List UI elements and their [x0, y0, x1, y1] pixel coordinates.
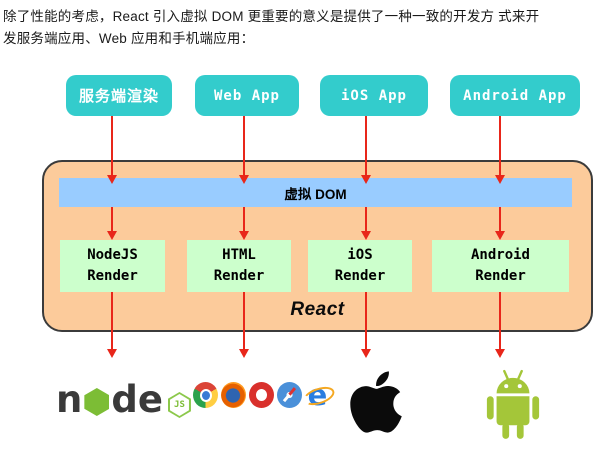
intro-line-1: 除了性能的考虑，React 引入虚拟 DOM 更重要的意义是提供了一种一致的开发… [3, 9, 540, 24]
firefox-icon [221, 382, 246, 408]
chrome-icon [193, 382, 218, 408]
top-box-web-app: Web App [195, 75, 299, 116]
render-box-ios-line1: iOS [347, 247, 373, 263]
render-box-nodejs-line2: Render [87, 268, 138, 284]
render-box-html-line2: Render [213, 268, 265, 284]
node-js-badge-icon: JS [167, 392, 191, 418]
ie-icon: e [305, 378, 330, 412]
render-box-html: HTML Render [187, 240, 291, 292]
node-letter-n: n [56, 378, 83, 421]
nodejs-logo: n d e JS [56, 378, 191, 422]
node-hexagon-icon [84, 388, 110, 416]
render-box-android: Android Render [432, 240, 569, 292]
node-js-badge-label: JS [169, 394, 189, 416]
top-box-android-app: Android App [450, 75, 580, 116]
apple-logo-icon [350, 371, 402, 433]
react-label: React [290, 299, 345, 320]
render-box-android-line1: Android [470, 247, 530, 263]
top-box-server-render-label: 服务端渲染 [78, 88, 159, 105]
intro-line-2: 发服务端应用、Web 应用和手机端应用： [3, 31, 255, 46]
render-box-html-line1: HTML [222, 247, 256, 263]
opera-icon [249, 382, 274, 408]
render-box-ios: iOS Render [308, 240, 412, 292]
render-box-nodejs-line1: NodeJS [87, 247, 138, 263]
render-box-nodejs: NodeJS Render [60, 240, 165, 292]
safari-icon [277, 382, 302, 408]
top-box-ios-app: iOS App [320, 75, 428, 116]
render-box-android-line2: Render [475, 268, 526, 284]
node-letter-d: d [111, 378, 138, 421]
intro-text: 除了性能的考虑，React 引入虚拟 DOM 更重要的意义是提供了一种一致的开发… [3, 6, 601, 50]
android-logo-icon [486, 369, 540, 439]
top-box-server-render: 服务端渲染 [66, 75, 172, 116]
top-box-web-app-label: Web App [213, 87, 280, 104]
browser-logos: e [193, 378, 330, 412]
node-letter-e: e [137, 378, 163, 421]
virtual-dom-label: 虚拟 DOM [284, 186, 347, 202]
top-box-android-app-label: Android App [463, 87, 567, 104]
render-box-ios-line2: Render [334, 268, 386, 284]
virtual-dom-bar: 虚拟 DOM [59, 178, 572, 207]
top-box-ios-app-label: iOS App [340, 87, 407, 104]
